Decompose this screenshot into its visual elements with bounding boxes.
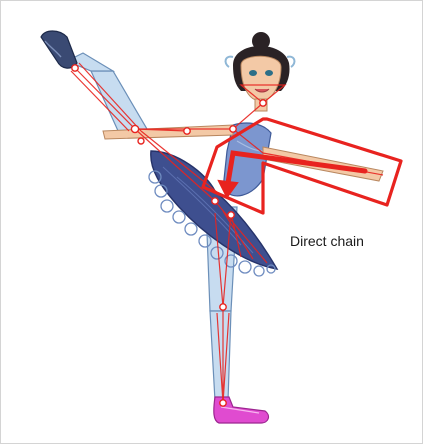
head [226, 32, 295, 111]
direct-chain-label: Direct chain [290, 233, 364, 249]
raised-leg-shoe [41, 31, 77, 68]
